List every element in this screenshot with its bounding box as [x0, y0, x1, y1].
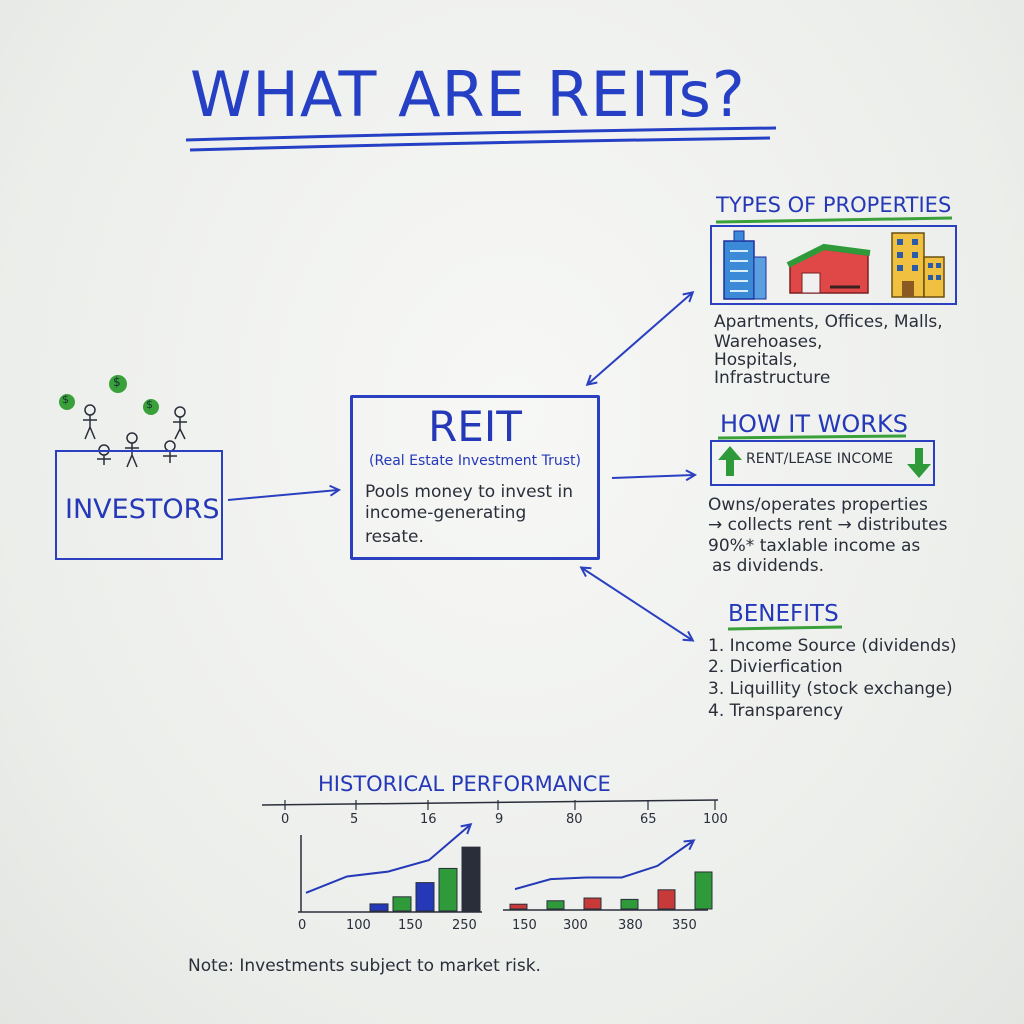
reit-desc-line: resate. — [365, 527, 424, 547]
chart-bar — [694, 871, 713, 910]
chart-tick-label: 250 — [452, 918, 477, 933]
chart-tick-label: 80 — [566, 812, 583, 827]
chart-bar — [438, 867, 458, 912]
chart-bar — [369, 903, 389, 912]
how-it-works-heading: HOW IT WORKS — [720, 410, 908, 438]
office-tower-icon — [723, 230, 767, 300]
risk-note: Note: Investments subject to market risk… — [188, 956, 541, 976]
chart-tick-label: 100 — [703, 812, 728, 827]
chart-tick-label: 100 — [346, 918, 371, 933]
investors-box: INVESTORS — [55, 450, 223, 560]
chart-tick-label: 16 — [420, 812, 437, 827]
chart-bar — [415, 882, 435, 912]
arrow-reit-to-how — [611, 475, 694, 478]
warehouse-icon — [786, 243, 871, 294]
reit-desc-line: income-generating — [365, 503, 527, 523]
how-line: 90%* taxlable income as — [708, 536, 921, 556]
coin-symbol: $ — [146, 398, 153, 411]
people-icon — [59, 375, 187, 468]
coin-symbol: $ — [113, 375, 121, 389]
rent-box-label: RENT/LEASE INCOME — [746, 451, 894, 467]
dollar-coin-icon — [59, 375, 159, 415]
arrow-investors-to-reit — [227, 490, 338, 501]
how-line: → collects rent → distributes — [708, 515, 948, 535]
chart-tick-label: 0 — [281, 812, 290, 827]
rent-income-box: RENT/LEASE INCOME — [710, 440, 935, 486]
arrow-up-icon — [718, 446, 742, 476]
benefit-item: 1. Income Source (dividends) — [708, 636, 957, 656]
chart-tick-label: 150 — [398, 918, 423, 933]
arrow-reit-to-benefits — [582, 568, 692, 640]
reit-desc-line: Pools money to invest in — [365, 482, 574, 502]
types-heading: TYPES OF PROPERTIES — [716, 193, 952, 217]
chart-bar — [509, 903, 528, 910]
chart-tick-label: 350 — [672, 918, 697, 933]
coin-symbol: $ — [62, 393, 69, 406]
types-line: Infrastructure — [714, 368, 831, 388]
reit-box: REIT (Real Estate Investment Trust) Pool… — [350, 395, 600, 560]
arrow-reit-to-types — [588, 293, 692, 384]
chart-tick-label: 0 — [298, 918, 307, 933]
chart-tick-label: 9 — [495, 812, 504, 827]
types-line: Hospitals, — [714, 350, 798, 370]
chart-bar — [620, 898, 639, 910]
types-line: Warehoases, — [714, 332, 823, 352]
buildings-illustration — [723, 230, 945, 300]
how-line: Owns/operates properties — [708, 495, 928, 515]
trend-line — [514, 841, 693, 891]
apartment-building-icon — [891, 232, 945, 298]
how-line: as dividends. — [712, 556, 825, 576]
rent-arrows — [718, 446, 931, 478]
chart-tick-label: 380 — [618, 918, 643, 933]
chart-bar — [461, 846, 481, 912]
chart-tick-label: 5 — [350, 812, 359, 827]
chart-top-axis — [261, 799, 719, 806]
benefits-heading: BENEFITS — [728, 601, 839, 627]
performance-heading: HISTORICAL PERFORMANCE — [318, 772, 611, 796]
benefit-item: 3. Liquillity (stock exchange) — [708, 679, 953, 699]
investor-group: $ $ $ — [50, 370, 230, 468]
chart-bar — [546, 900, 565, 910]
title-underline — [185, 126, 777, 142]
investors-label: INVESTORS — [65, 494, 220, 525]
chart-bar — [392, 896, 412, 912]
types-line: Apartments, Offices, Malls, — [714, 312, 943, 332]
chart-bar — [657, 889, 676, 910]
chart-tick-label: 300 — [563, 918, 588, 933]
arrow-down-icon — [907, 448, 931, 478]
title-underline — [189, 136, 771, 152]
types-box — [710, 225, 957, 305]
reit-title: REIT — [428, 402, 522, 451]
benefit-item: 2. Divierfication — [708, 657, 843, 677]
chart-bar — [583, 897, 602, 910]
benefit-item: 4. Transparency — [708, 701, 844, 721]
chart-tick-label: 150 — [512, 918, 537, 933]
trend-line — [305, 825, 470, 894]
chart-tick-label: 65 — [640, 812, 657, 827]
reit-subtitle: (Real Estate Investment Trust) — [369, 453, 581, 469]
page-title: WHAT ARE REITs? — [190, 58, 746, 131]
